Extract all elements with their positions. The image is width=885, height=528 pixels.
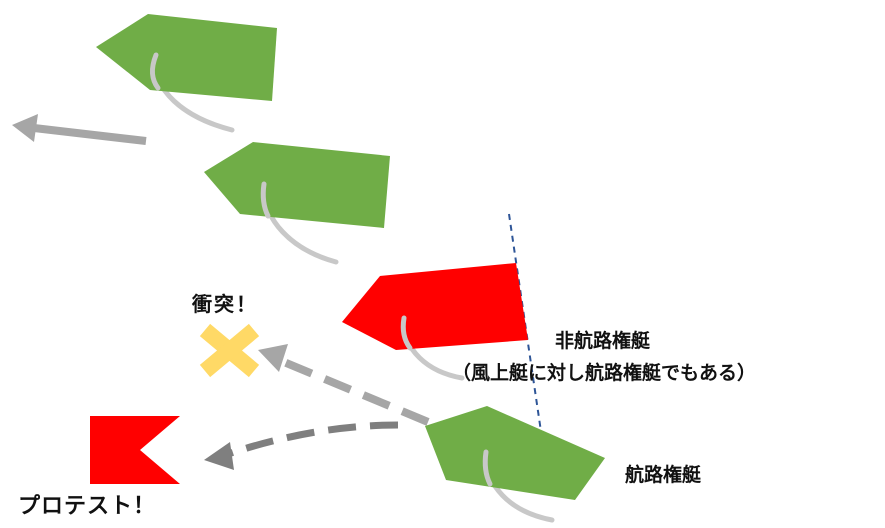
give-way-boat-label: 非航路権艇 xyxy=(555,330,651,352)
red-boat xyxy=(342,263,528,381)
course-arrow-collision xyxy=(258,344,430,426)
reference-line xyxy=(508,213,545,453)
green-boat-middle xyxy=(204,142,390,265)
collision-label: 衝突！ xyxy=(192,292,258,316)
green-boat-bottom xyxy=(425,406,605,523)
protest-flag-icon xyxy=(90,416,180,484)
give-way-note-label: （風上艇に対し航路権艇でもある） xyxy=(452,362,757,384)
collision-mark-icon xyxy=(199,323,260,378)
course-arrow-left xyxy=(12,114,147,145)
protest-label: プロテスト！ xyxy=(18,494,157,519)
boat-hull xyxy=(96,14,277,101)
green-boat-top xyxy=(96,14,277,133)
right-of-way-boat-label: 航路権艇 xyxy=(625,464,702,486)
boat-hull xyxy=(342,263,528,350)
course-arrow-protest xyxy=(204,421,399,470)
boat-hull xyxy=(204,142,390,228)
boat-hull xyxy=(425,406,605,500)
